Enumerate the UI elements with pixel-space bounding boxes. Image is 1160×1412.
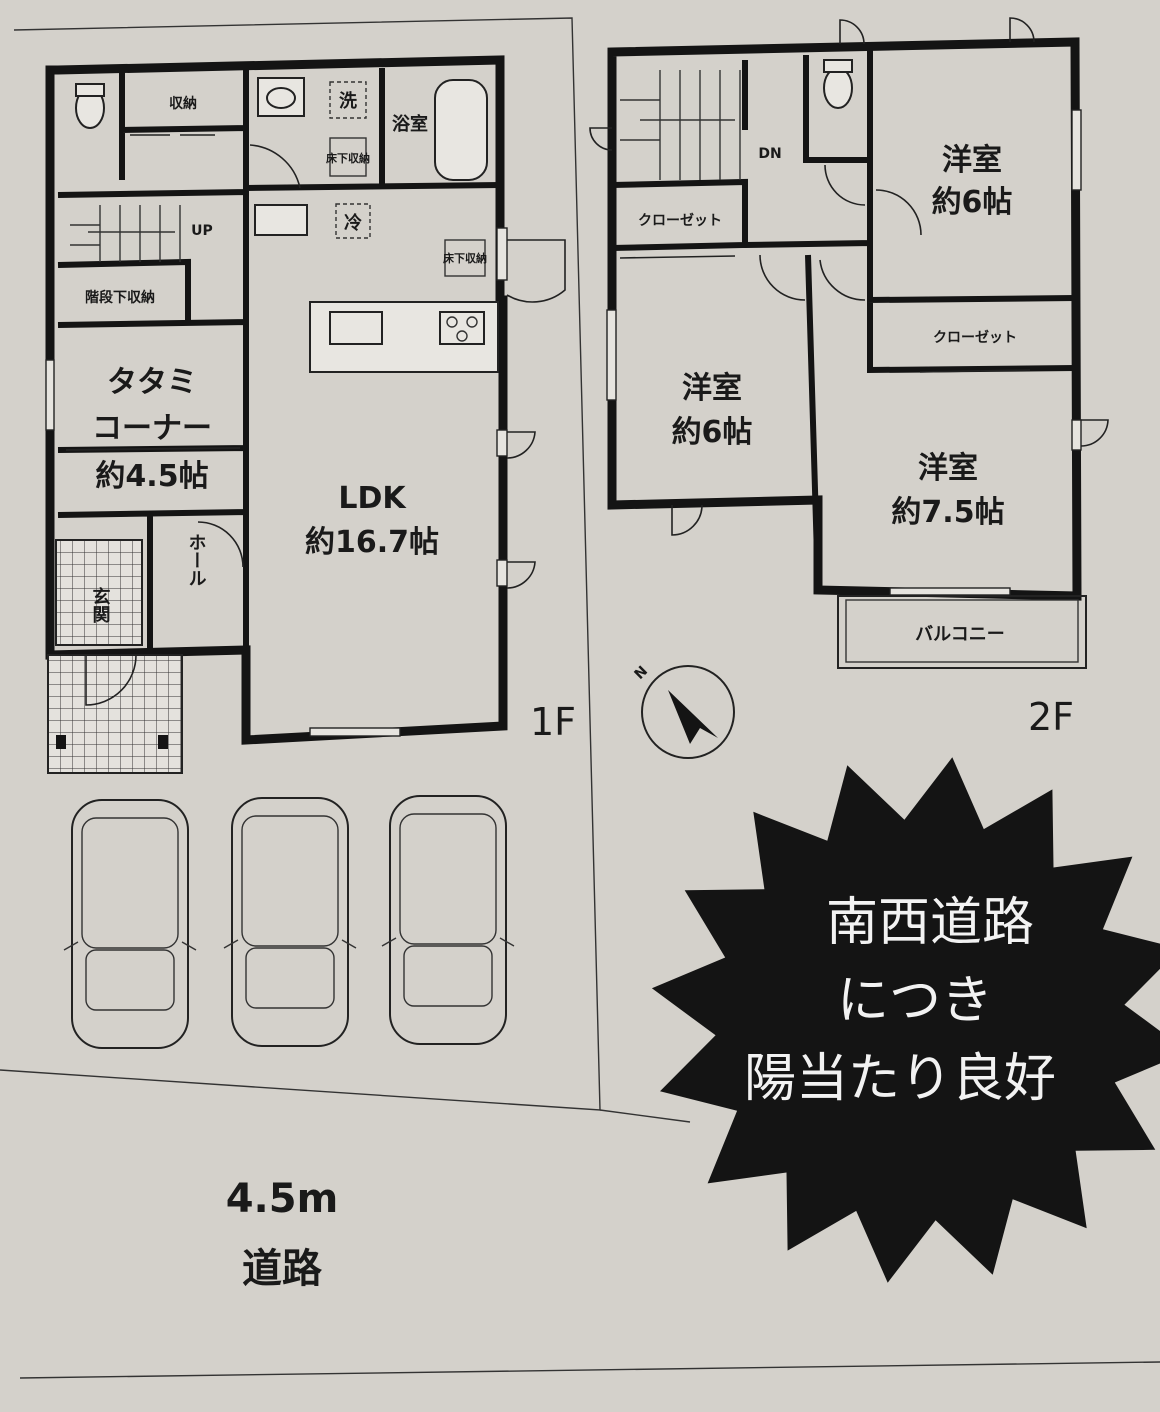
window-2f-swing-se: [1080, 419, 1109, 447]
sunlight-badge: 南西道路 につき 陽当たり良好: [651, 757, 1160, 1283]
stairs-2f: [620, 70, 741, 180]
toilet-2f-tank-icon: [823, 59, 853, 73]
underfloor-storage-2-label: 床下収納: [443, 251, 487, 265]
car-1-icon: [63, 799, 197, 1049]
underfloor-storage-1-box: [329, 137, 367, 177]
ldk-name-label: LDK: [338, 481, 407, 516]
underfloor-storage-2-box: [444, 239, 486, 277]
storage-label: 収納: [169, 95, 197, 112]
floor-2-label: 2F: [1028, 695, 1074, 739]
car-2-icon: [223, 797, 357, 1047]
tatami-divider: [65, 447, 241, 451]
toilet-1f-tank-icon: [75, 83, 105, 97]
cabinet-block: [254, 204, 308, 236]
bath-label: 浴室: [392, 113, 428, 135]
burner-3: [456, 330, 468, 342]
badge-line-1: 南西道路: [826, 893, 1034, 953]
washer-label: 洗: [339, 90, 357, 112]
entrance-tile: [55, 539, 143, 646]
floor-1-plan: 収納 洗 床下収納 浴室 冷 床下収納 UP 階段下収納: [45, 55, 576, 774]
ldk-size-label: 約16.7帖: [305, 525, 439, 560]
room-se-door: [819, 259, 866, 301]
lot-boundary: [0, 17, 601, 1111]
window-2f-west-1: [606, 309, 617, 401]
window-1f-east-1: [496, 227, 508, 281]
tatami-size-label: 約4.5帖: [95, 459, 208, 494]
room-w-name: 洋室: [682, 371, 742, 406]
floor-1-label: 1F: [530, 700, 576, 744]
closet-1-doors: [619, 255, 736, 259]
stove-icon: [439, 311, 485, 345]
washbasin-icon: [257, 77, 305, 117]
room-se-name: 洋室: [918, 451, 978, 486]
window-1f-swing-2: [506, 561, 536, 589]
tatami-label-line2: コーナー: [92, 411, 212, 446]
balcony-label: バルコニー: [915, 624, 1005, 645]
entrance-door: [85, 654, 137, 706]
badge-line-2: につき: [837, 971, 993, 1031]
fridge-label: 冷: [344, 212, 362, 234]
window-1f-south: [309, 727, 401, 737]
closet-1-label: クローゼット: [638, 212, 722, 229]
room-ne-name: 洋室: [942, 143, 1002, 178]
balcony-area: [837, 595, 1087, 669]
badge-starburst: [651, 757, 1160, 1283]
window-2f-east-2: [1071, 419, 1082, 451]
closet-2-label: クローゼット: [933, 329, 1017, 346]
car-3-icon: [381, 795, 515, 1045]
bathtub-icon: [434, 79, 488, 181]
entrance-label: 玄関: [90, 586, 111, 623]
toilet-2f-door: [824, 164, 866, 206]
window-2f-top-1: [839, 19, 865, 45]
window-2f-south: [889, 587, 1011, 596]
window-2f-top-2: [1009, 17, 1035, 43]
understairs-storage-label: 階段下収納: [85, 289, 155, 306]
porch-post-2: [158, 735, 168, 749]
floor-1-interior-walls: [57, 68, 501, 740]
window-1f-swing-1: [506, 431, 536, 459]
washbasin-bowl-icon: [266, 87, 296, 109]
floor-2-interior-walls: [611, 48, 1076, 591]
tatami-label-line1: タタミ: [107, 365, 197, 400]
road-bottom-line: [19, 1361, 1160, 1379]
burner-1: [446, 316, 458, 328]
badge-line-3: 陽当たり良好: [744, 1049, 1056, 1109]
room-ne-door: [875, 189, 922, 236]
burner-2: [466, 316, 478, 328]
sink-icon: [329, 311, 383, 345]
washroom-door: [249, 144, 301, 189]
fridge-space: [335, 203, 371, 239]
closet-2-doors: [919, 369, 1031, 373]
window-1f-west-tatami: [45, 359, 55, 431]
porch-post-1: [56, 735, 66, 749]
road-name-label: 道路: [242, 1246, 323, 1292]
stairs-1f: [70, 205, 181, 262]
hall-door: [197, 521, 244, 568]
window-1f-east-3: [496, 559, 508, 587]
road-edge-line: [599, 1109, 691, 1123]
underfloor-storage-1-label: 床下収納: [326, 151, 370, 165]
room-w-door: [759, 254, 806, 301]
road-width-label: 4.5m: [226, 1176, 339, 1222]
room-se-size: 約7.5帖: [891, 495, 1004, 530]
toilet-2f-icon: [823, 67, 853, 109]
window-2f-swing-w: [671, 504, 703, 536]
parking-cars: [63, 795, 515, 1049]
room-w-size: 約6帖: [672, 415, 753, 450]
room-ne-size: 約6帖: [932, 185, 1013, 220]
compass-arrow-icon: [668, 690, 718, 744]
stairs-down-label: DN: [758, 146, 781, 162]
window-1f-east-2: [496, 429, 508, 457]
window-2f-east-1: [1071, 109, 1082, 191]
balcony-inner: [845, 599, 1079, 663]
washer-space: [329, 81, 367, 119]
stairs-up-label: UP: [191, 223, 213, 239]
window-2f-swing-nw: [589, 127, 613, 151]
floor-2-plan: DN クローゼット 洋室 約6帖 クローゼット 洋室 約6帖 洋室 約7.5帖 …: [589, 17, 1109, 739]
porch-tile: [47, 654, 183, 774]
hall-label: ホール: [186, 533, 207, 587]
window-1f-east-door-arc: [506, 239, 566, 303]
